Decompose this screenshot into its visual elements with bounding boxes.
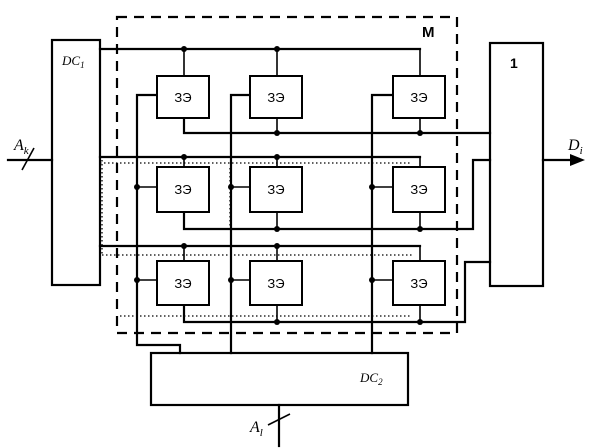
- column-decoder-block: [149, 351, 410, 407]
- row-decoder-label: DC1: [61, 53, 85, 70]
- svg-text:ЗЭ: ЗЭ: [267, 90, 284, 105]
- memory-cell-r1c2: ЗЭ: [249, 75, 303, 119]
- svg-text:ЗЭ: ЗЭ: [410, 90, 427, 105]
- memory-cell-r3c3: ЗЭ: [392, 260, 446, 306]
- row-select-lines: [98, 46, 422, 261]
- cell-output-lines: [182, 116, 492, 325]
- row-decoder-block: [50, 38, 102, 287]
- data-output-label: Di: [567, 137, 583, 157]
- column-address-input: Al: [249, 403, 291, 448]
- output-block: [488, 41, 545, 288]
- data-output: Di: [541, 137, 585, 166]
- memory-cell-r1c3: ЗЭ: [392, 75, 446, 119]
- memory-cell-r2c1: ЗЭ: [156, 166, 210, 213]
- memory-cell-r3c1: ЗЭ: [156, 260, 210, 306]
- svg-text:ЗЭ: ЗЭ: [267, 182, 284, 197]
- svg-text:ЗЭ: ЗЭ: [174, 90, 191, 105]
- row-address-label: Ak: [13, 137, 30, 157]
- svg-text:ЗЭ: ЗЭ: [267, 276, 284, 291]
- memory-cell-r1c1: ЗЭ: [156, 75, 210, 119]
- column-decoder-label: DC2: [359, 370, 383, 387]
- memory-cell-r2c2: ЗЭ: [249, 166, 303, 213]
- svg-text:ЗЭ: ЗЭ: [174, 182, 191, 197]
- memory-cell-r2c3: ЗЭ: [392, 166, 446, 213]
- row-address-input: Ak: [6, 137, 54, 171]
- output-block-label: 1: [510, 55, 518, 71]
- svg-text:ЗЭ: ЗЭ: [410, 182, 427, 197]
- column-bit-lines: [134, 93, 395, 355]
- memory-array-boundary: [115, 15, 459, 335]
- svg-text:ЗЭ: ЗЭ: [174, 276, 191, 291]
- svg-text:ЗЭ: ЗЭ: [410, 276, 427, 291]
- memory-cell-r3c2: ЗЭ: [249, 260, 303, 306]
- column-address-label: Al: [249, 419, 263, 439]
- memory-label: M: [422, 24, 435, 41]
